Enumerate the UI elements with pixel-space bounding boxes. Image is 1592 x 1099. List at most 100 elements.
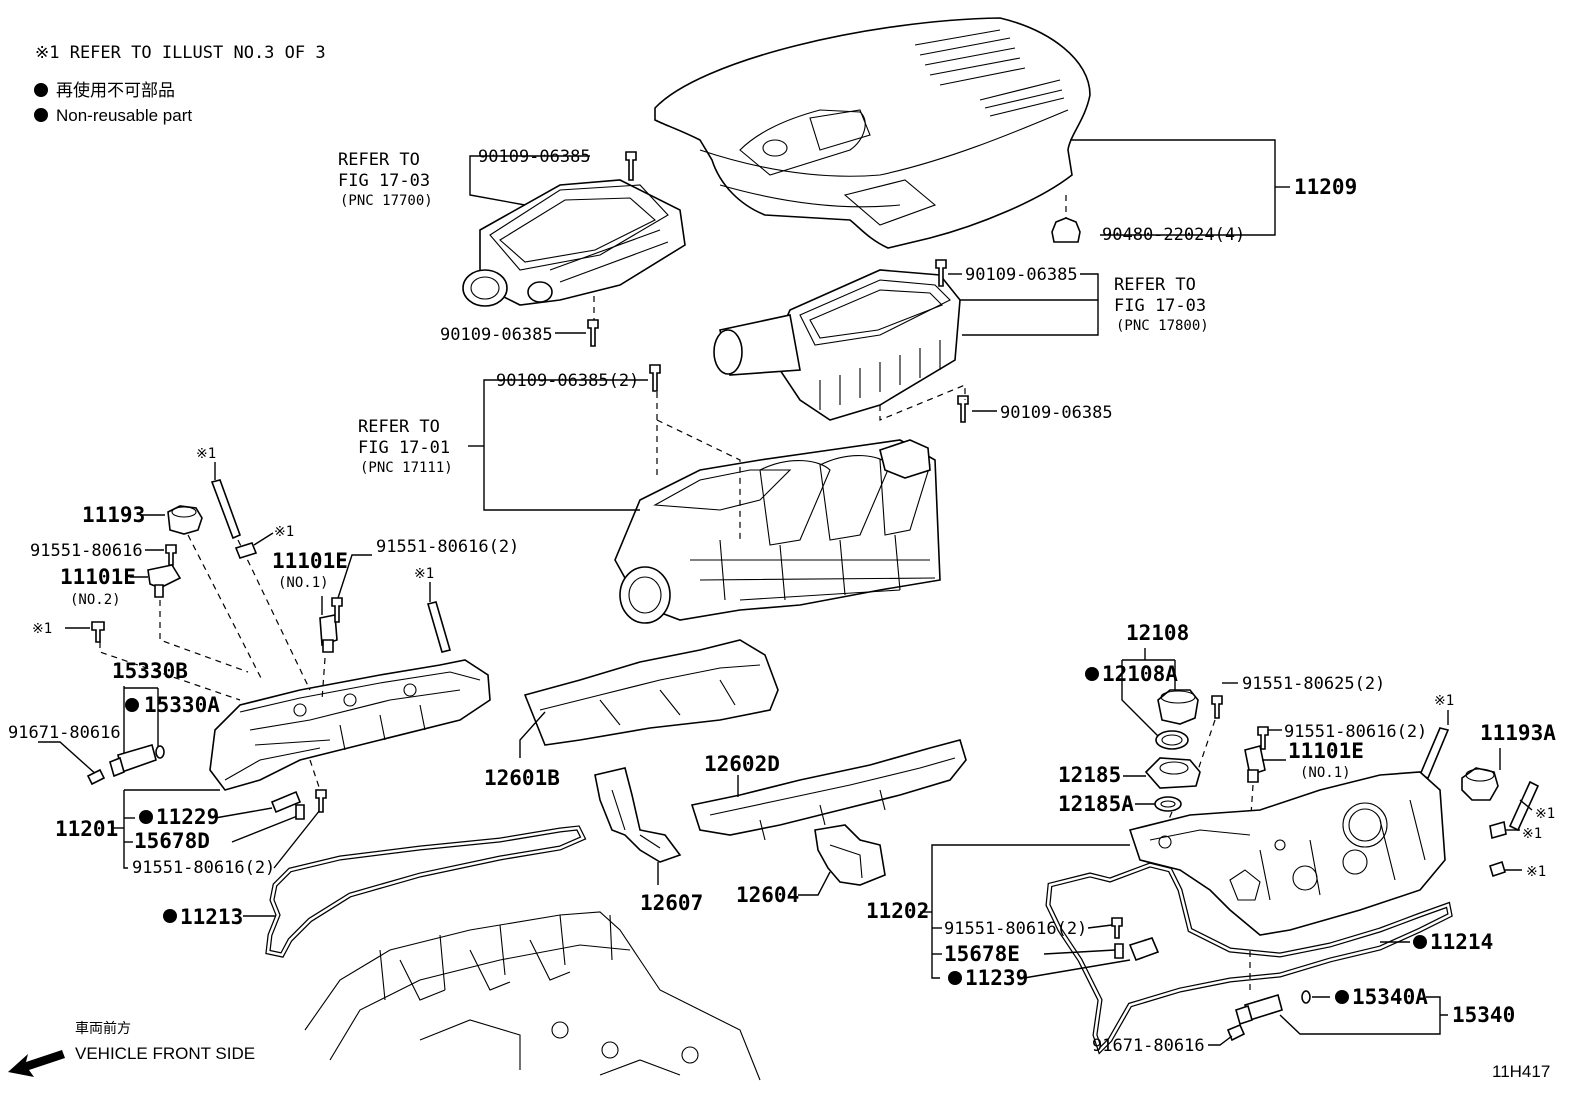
- part-15340a[interactable]: 15340A: [1352, 985, 1428, 1009]
- cylinder-head-cover-left[interactable]: [209, 659, 491, 791]
- screw-icon: [957, 395, 969, 423]
- part-12607[interactable]: 12607: [640, 891, 703, 915]
- ref-mark: ※1: [1535, 806, 1555, 822]
- ref-mark: ※1: [274, 524, 294, 540]
- engine-cover[interactable]: 11209 90480-22024(4): [654, 17, 1357, 249]
- ref-fig1703-a-line1: REFER TO: [338, 150, 420, 170]
- part-11193a[interactable]: 11193A: [1480, 721, 1556, 745]
- part-11201[interactable]: 11201: [55, 817, 118, 841]
- non-reusable-mark: [125, 698, 139, 712]
- part-11202[interactable]: 11202: [866, 899, 929, 923]
- insulator-12607[interactable]: [594, 767, 682, 863]
- oil-filler-cap-11193[interactable]: [167, 505, 203, 535]
- non-reusable-mark: [948, 971, 962, 985]
- oil-filler-cap-12108[interactable]: [1157, 689, 1199, 725]
- screw-icon: [625, 151, 637, 181]
- ref-fig1701-line2: FIG 17-01: [358, 438, 450, 458]
- filler-neck-12185[interactable]: [1144, 757, 1201, 789]
- part-90109-06385-c[interactable]: 90109-06385: [965, 265, 1078, 285]
- part-12604[interactable]: 12604: [736, 883, 799, 907]
- part-91671-80616-l[interactable]: 91671-80616: [8, 723, 121, 743]
- part-12108[interactable]: 12108: [1126, 621, 1189, 645]
- part-15678d[interactable]: 15678D: [134, 829, 210, 853]
- screw-icon: [1111, 917, 1123, 939]
- part-12108a[interactable]: 12108A: [1102, 662, 1178, 686]
- sensor-11101e-no2[interactable]: [147, 564, 182, 598]
- part-11101e-no1[interactable]: 11101E: [272, 549, 348, 573]
- part-11193[interactable]: 11193: [82, 503, 145, 527]
- part-90109-06385-a[interactable]: 90109-06385: [478, 147, 591, 167]
- part-91551-80616-r[interactable]: 91551-80616(2): [1284, 722, 1427, 742]
- oil-filler-cap-11193a[interactable]: [1461, 767, 1499, 801]
- non-reusable-mark: [163, 909, 177, 923]
- ref-mark: ※1: [1434, 693, 1454, 709]
- washer-icon: [234, 542, 258, 559]
- ref-mark: ※1: [1522, 826, 1542, 842]
- non-reusable-mark: [1335, 990, 1349, 1004]
- part-15330a[interactable]: 15330A: [144, 693, 220, 717]
- front-en: VEHICLE FRONT SIDE: [75, 1044, 255, 1063]
- part-11229[interactable]: 11229: [156, 805, 219, 829]
- ref-mark: ※1: [196, 446, 216, 462]
- part-91671-80616-r[interactable]: 91671-80616: [1092, 1036, 1205, 1056]
- part-90109-06385-2[interactable]: 90109-06385(2): [496, 371, 639, 391]
- legend-dot-icon: [34, 83, 48, 97]
- insulator-12604[interactable]: [814, 824, 886, 886]
- air-intake-left[interactable]: [462, 179, 686, 307]
- ref-mark: ※1: [1526, 864, 1546, 880]
- washer-icon: [1489, 820, 1507, 840]
- screw-icon: [165, 544, 177, 566]
- part-12601b[interactable]: 12601B: [484, 766, 560, 790]
- ref-fig1703-a-line3: (PNC 17700): [340, 193, 433, 209]
- part-11239[interactable]: 11239: [965, 966, 1028, 990]
- part-12602d[interactable]: 12602D: [704, 752, 780, 776]
- oil-control-valve-right[interactable]: [1235, 993, 1283, 1026]
- part-15340[interactable]: 15340: [1452, 1003, 1515, 1027]
- notes-block: ※1 REFER TO ILLUST NO.3 OF 3 再使用不可部品 Non…: [34, 43, 326, 125]
- legend-en: Non-reusable part: [56, 106, 192, 125]
- screw-icon: [1114, 943, 1124, 959]
- sensor-11101e-no1[interactable]: [319, 614, 338, 653]
- part-90109-06385-b[interactable]: 90109-06385: [440, 325, 553, 345]
- part-11213[interactable]: 11213: [180, 905, 243, 929]
- part-91551-80616-3[interactable]: 91551-80616(2): [132, 858, 275, 878]
- part-15330b[interactable]: 15330B: [112, 659, 188, 683]
- part-11101e-no1-right[interactable]: 11101E: [1288, 739, 1364, 763]
- ref-mark: ※1: [32, 621, 52, 637]
- part-91551-80616-l[interactable]: 91551-80616: [30, 541, 143, 561]
- air-intake-right[interactable]: [713, 269, 961, 421]
- screw-icon: [295, 804, 305, 820]
- stud-bolt-icon: [1508, 780, 1540, 832]
- gasket-11229: [270, 790, 302, 814]
- part-12185a[interactable]: 12185A: [1058, 792, 1134, 816]
- oil-control-valve-left[interactable]: [109, 744, 165, 778]
- part-12185[interactable]: 12185: [1058, 763, 1121, 787]
- insulator-12602d[interactable]: [690, 739, 967, 841]
- screw-icon: [935, 259, 947, 287]
- part-91551-80625-2[interactable]: 91551-80625(2): [1242, 674, 1385, 694]
- sensor-11101e-no1-right[interactable]: [1244, 745, 1266, 783]
- screw-icon: [91, 621, 105, 643]
- insulator-12601b[interactable]: [523, 639, 779, 746]
- part-11214[interactable]: 11214: [1430, 930, 1493, 954]
- gasket-11214[interactable]: [1045, 862, 1453, 1055]
- legend-dot-icon: [34, 108, 48, 122]
- screw-icon: [587, 319, 599, 347]
- stud-bolt-icon: [1418, 727, 1450, 780]
- part-91551-80616-2[interactable]: 91551-80616(2): [376, 537, 519, 557]
- cylinder-head-cover-right[interactable]: [1128, 771, 1446, 936]
- screw-icon: [315, 789, 327, 813]
- part-15678e[interactable]: 15678E: [944, 942, 1020, 966]
- gasket-11239: [1128, 937, 1160, 962]
- front-jp: 車両前方: [75, 1020, 131, 1036]
- intake-manifold[interactable]: [614, 439, 941, 624]
- gasket-11213[interactable]: [265, 825, 587, 958]
- part-90109-06385-d[interactable]: 90109-06385: [1000, 403, 1113, 423]
- ref-fig1701-line1: REFER TO: [358, 417, 440, 437]
- part-91551-80616-r2[interactable]: 91551-80616(2): [944, 919, 1087, 939]
- part-11209[interactable]: 11209: [1294, 175, 1357, 199]
- part-90480-22024[interactable]: 90480-22024(4): [1102, 225, 1245, 245]
- part-11101e-no2[interactable]: 11101E: [60, 565, 136, 589]
- oring-12108a: [1155, 730, 1189, 750]
- screw-icon: [1489, 860, 1506, 878]
